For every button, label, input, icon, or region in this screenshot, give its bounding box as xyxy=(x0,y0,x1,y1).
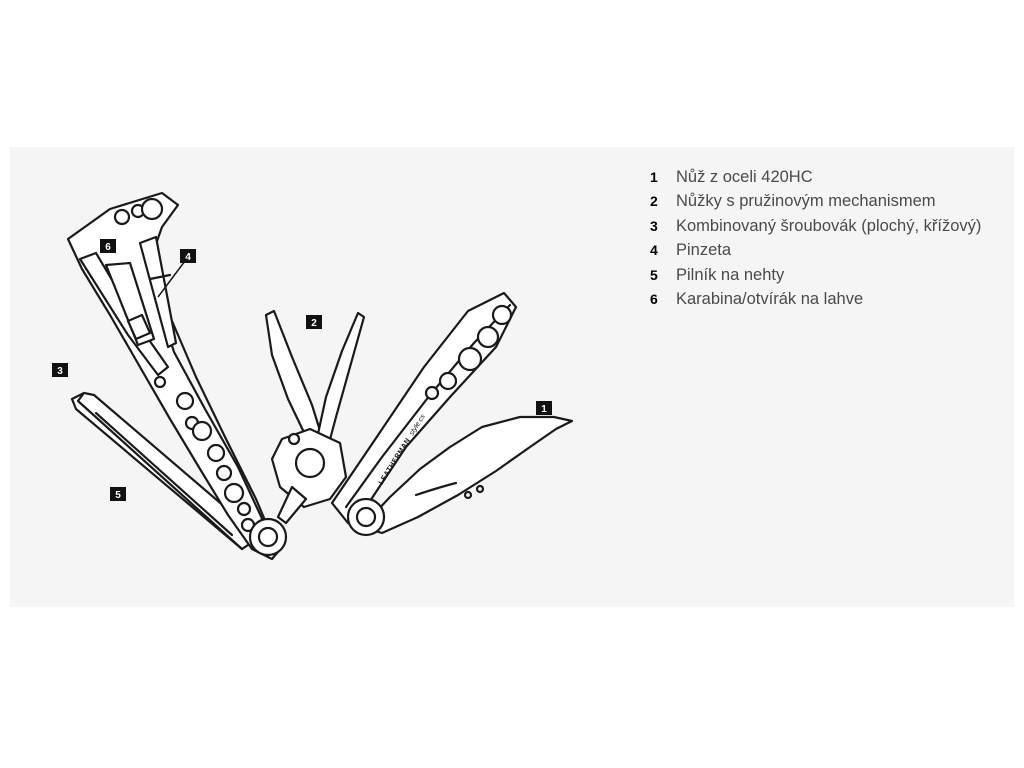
tag-tweezers-label: 4 xyxy=(185,252,191,263)
knife-tool xyxy=(346,415,574,537)
legend-label: Kombinovaný šroubovák (plochý, křížový) xyxy=(676,216,982,235)
legend-label: Karabina/otvírák na lahve xyxy=(676,289,864,308)
diagram-panel: LEATHERMAN style cs 6 4 2 3 5 1 xyxy=(10,147,1014,607)
legend-item: 4 Pinzeta xyxy=(650,238,1010,262)
legend-label: Pinzeta xyxy=(676,241,732,260)
tag-knife: 1 xyxy=(536,401,552,415)
tag-carabiner-label: 6 xyxy=(105,242,111,253)
legend-number: 6 xyxy=(650,290,658,307)
tag-tweezers: 4 xyxy=(157,249,196,298)
left-pivot xyxy=(248,517,288,557)
legend-number: 5 xyxy=(650,266,658,283)
legend-number: 4 xyxy=(650,242,658,259)
legend-label: Nůžky s pružinovým mechanismem xyxy=(676,192,936,211)
legend: 1 Nůž z oceli 420HC 2 Nůžky s pružinovým… xyxy=(650,165,1010,311)
tag-carabiner: 6 xyxy=(100,239,116,253)
tag-screwdriver: 3 xyxy=(52,363,68,377)
legend-number: 1 xyxy=(650,169,658,185)
tag-screwdriver-label: 3 xyxy=(57,366,63,377)
legend-label: Pilník na nehty xyxy=(676,265,785,284)
tag-file-label: 5 xyxy=(115,490,121,501)
tag-scissors-label: 2 xyxy=(311,318,317,329)
tag-scissors: 2 xyxy=(306,315,322,329)
carabiner-tool xyxy=(78,251,170,377)
legend-item: 6 Karabina/otvírák na lahve xyxy=(650,287,1010,311)
legend-item: 5 Pilník na nehty xyxy=(650,263,1010,287)
tag-knife-label: 1 xyxy=(541,404,547,415)
legend-item: 1 Nůž z oceli 420HC xyxy=(650,165,1010,189)
tag-file: 5 xyxy=(110,487,126,501)
legend-number: 2 xyxy=(650,193,658,210)
tweezers-tool xyxy=(138,235,178,349)
scissors-tool xyxy=(264,309,366,525)
legend-number: 3 xyxy=(650,217,658,234)
screwdriver-tool xyxy=(70,391,262,551)
legend-item: 3 Kombinovaný šroubovák (plochý, křížový… xyxy=(650,214,1010,238)
legend-label: Nůž z oceli 420HC xyxy=(676,168,813,186)
multitool-diagram: LEATHERMAN style cs 6 4 2 3 5 1 xyxy=(52,191,574,561)
legend-item: 2 Nůžky s pružinovým mechanismem xyxy=(650,189,1010,213)
